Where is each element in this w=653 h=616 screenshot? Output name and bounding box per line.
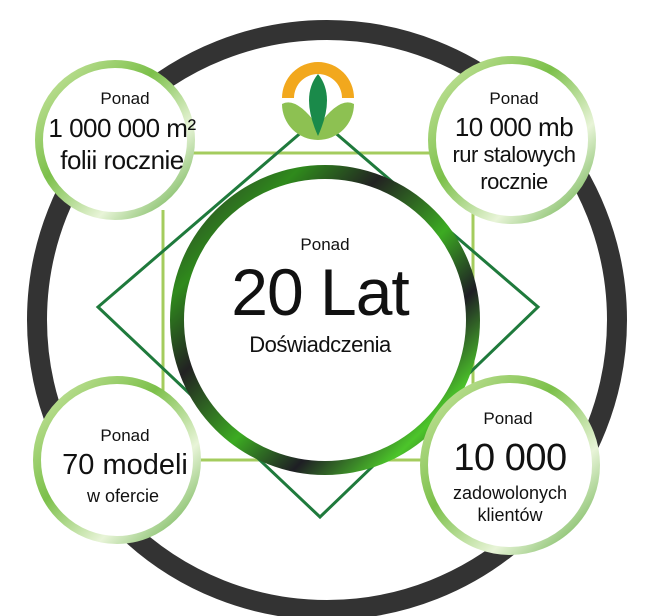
- bubble-top-right: [428, 56, 596, 224]
- center-prefix: Ponad: [300, 235, 350, 254]
- stat-2-label2: rocznie: [480, 169, 548, 194]
- bubble-bottom-right: [420, 375, 600, 555]
- stat-3-prefix: Ponad: [100, 426, 150, 445]
- stat-3-value: 70 modeli: [62, 449, 188, 481]
- stat-3-label: w ofercie: [86, 486, 160, 506]
- connector-lines: [161, 151, 475, 462]
- center-value: 20 Lat: [231, 255, 409, 329]
- stat-2-label: rur stalowych: [452, 142, 576, 167]
- stat-4-label: zadowolonych: [452, 483, 568, 503]
- center-label: Doświadczenia: [249, 332, 391, 357]
- stat-4-label2: klientów: [477, 505, 543, 525]
- inner-ring: [170, 165, 480, 475]
- stat-2-prefix: Ponad: [489, 89, 539, 108]
- diamond: [95, 116, 541, 520]
- stat-4-prefix: Ponad: [483, 409, 533, 428]
- stat-1-label: folii rocznie: [60, 145, 184, 175]
- stat-1-value: 1 000 000 m²: [48, 113, 196, 143]
- stat-2-value: 10 000 mb: [454, 112, 574, 142]
- outer-ring: [27, 20, 627, 616]
- bubble-bottom-left: [33, 376, 201, 544]
- logo: [280, 62, 356, 140]
- bubble-top-left: [35, 60, 195, 220]
- stat-1-prefix: Ponad: [100, 89, 150, 108]
- stat-4-value: 10 000: [453, 437, 567, 479]
